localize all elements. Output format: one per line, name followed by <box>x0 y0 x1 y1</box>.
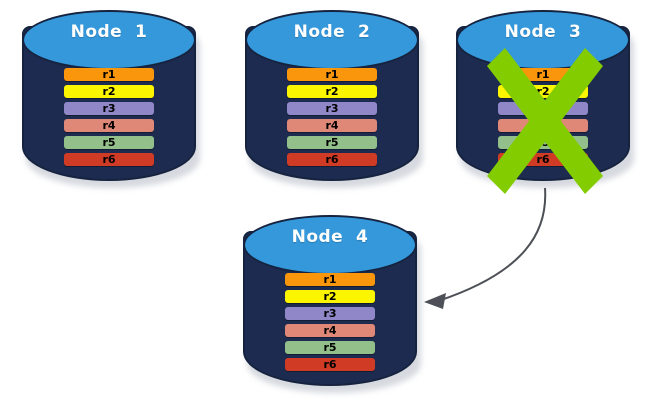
node-4-row-r3[interactable]: r3 <box>285 307 375 320</box>
node-1-row-r3[interactable]: r3 <box>64 102 154 115</box>
node-2-row-r3[interactable]: r3 <box>287 102 377 115</box>
node-1-row-r1-label: r1 <box>102 68 116 81</box>
node-1-row-r6-label: r6 <box>102 153 116 166</box>
node-1-row-r4[interactable]: r4 <box>64 119 154 132</box>
node-2-row-r5-label: r5 <box>325 136 339 149</box>
node-3-row-r1-label: r1 <box>536 68 550 81</box>
node-4-row-r5[interactable]: r5 <box>285 341 375 354</box>
node-3-row-r4-label: r4 <box>536 119 550 132</box>
node-4-row-r1-label: r1 <box>323 273 337 286</box>
node-4-row-r3-label: r3 <box>323 307 337 320</box>
node-2-title: Node 2 <box>293 22 371 42</box>
node-1-row-r3-label: r3 <box>102 102 116 115</box>
node-2-row-r4[interactable]: r4 <box>287 119 377 132</box>
node-4-row-r6-label: r6 <box>323 358 337 371</box>
node-2-row-r6[interactable]: r6 <box>287 153 377 166</box>
node-1-row-r6[interactable]: r6 <box>64 153 154 166</box>
node-3-row-r1[interactable]: r1 <box>498 68 588 81</box>
node-2-row-r5[interactable]: r5 <box>287 136 377 149</box>
node-3-row-r5[interactable]: r5 <box>498 136 588 149</box>
node-3[interactable]: Node 3 r1 r2 r3 r4 r5 r6 <box>454 6 634 194</box>
node-1-row-r5-label: r5 <box>102 136 116 149</box>
node-3-row-r5-label: r5 <box>536 136 550 149</box>
node-4-row-r5-label: r5 <box>323 341 337 354</box>
node-2-rows: r1 r2 r3 r4 r5 r6 <box>287 68 377 166</box>
node-2-row-r6-label: r6 <box>325 153 339 166</box>
node-2-row-r1-label: r1 <box>325 68 339 81</box>
node-2-row-r2[interactable]: r2 <box>287 85 377 98</box>
node-1-title: Node 1 <box>70 22 148 42</box>
node-3-row-r3-label: r3 <box>536 102 550 115</box>
node-4-cap <box>243 215 417 275</box>
node-3-row-r4[interactable]: r4 <box>498 119 588 132</box>
node-1-row-r4-label: r4 <box>102 119 116 132</box>
node-4-row-r4-label: r4 <box>323 324 337 337</box>
node-1[interactable]: Node 1 r1 r2 r3 r4 r5 r6 <box>20 6 200 191</box>
node-4-row-r6[interactable]: r6 <box>285 358 375 371</box>
node-3-row-r2[interactable]: r2 <box>498 85 588 98</box>
failover-arrow-path <box>437 187 547 302</box>
node-4-rows: r1 r2 r3 r4 r5 r6 <box>285 273 375 371</box>
node-1-row-r5[interactable]: r5 <box>64 136 154 149</box>
node-3-row-r6[interactable]: r6 <box>498 153 588 166</box>
node-3-row-r3[interactable]: r3 <box>498 102 588 115</box>
node-4-row-r2[interactable]: r2 <box>285 290 375 303</box>
node-3-rows: r1 r2 r3 r4 r5 r6 <box>498 68 588 166</box>
node-3-row-r2-label: r2 <box>536 85 550 98</box>
failover-arrow-head <box>424 293 446 309</box>
node-4[interactable]: Node 4 r1 r2 r3 r4 r5 r6 <box>241 211 421 396</box>
node-1-row-r2[interactable]: r2 <box>64 85 154 98</box>
node-2-row-r3-label: r3 <box>325 102 339 115</box>
node-2-row-r1[interactable]: r1 <box>287 68 377 81</box>
node-4-title: Node 4 <box>291 227 369 247</box>
node-4-row-r2-label: r2 <box>323 290 337 303</box>
node-2-row-r4-label: r4 <box>325 119 339 132</box>
node-3-title: Node 3 <box>504 22 582 42</box>
node-1-row-r1[interactable]: r1 <box>64 68 154 81</box>
node-2[interactable]: Node 2 r1 r2 r3 r4 r5 r6 <box>243 6 423 191</box>
node-4-row-r1[interactable]: r1 <box>285 273 375 286</box>
node-4-row-r4[interactable]: r4 <box>285 324 375 337</box>
node-1-row-r2-label: r2 <box>102 85 116 98</box>
node-3-row-r6-label: r6 <box>536 153 550 166</box>
node-2-row-r2-label: r2 <box>325 85 339 98</box>
node-1-rows: r1 r2 r3 r4 r5 r6 <box>64 68 154 166</box>
